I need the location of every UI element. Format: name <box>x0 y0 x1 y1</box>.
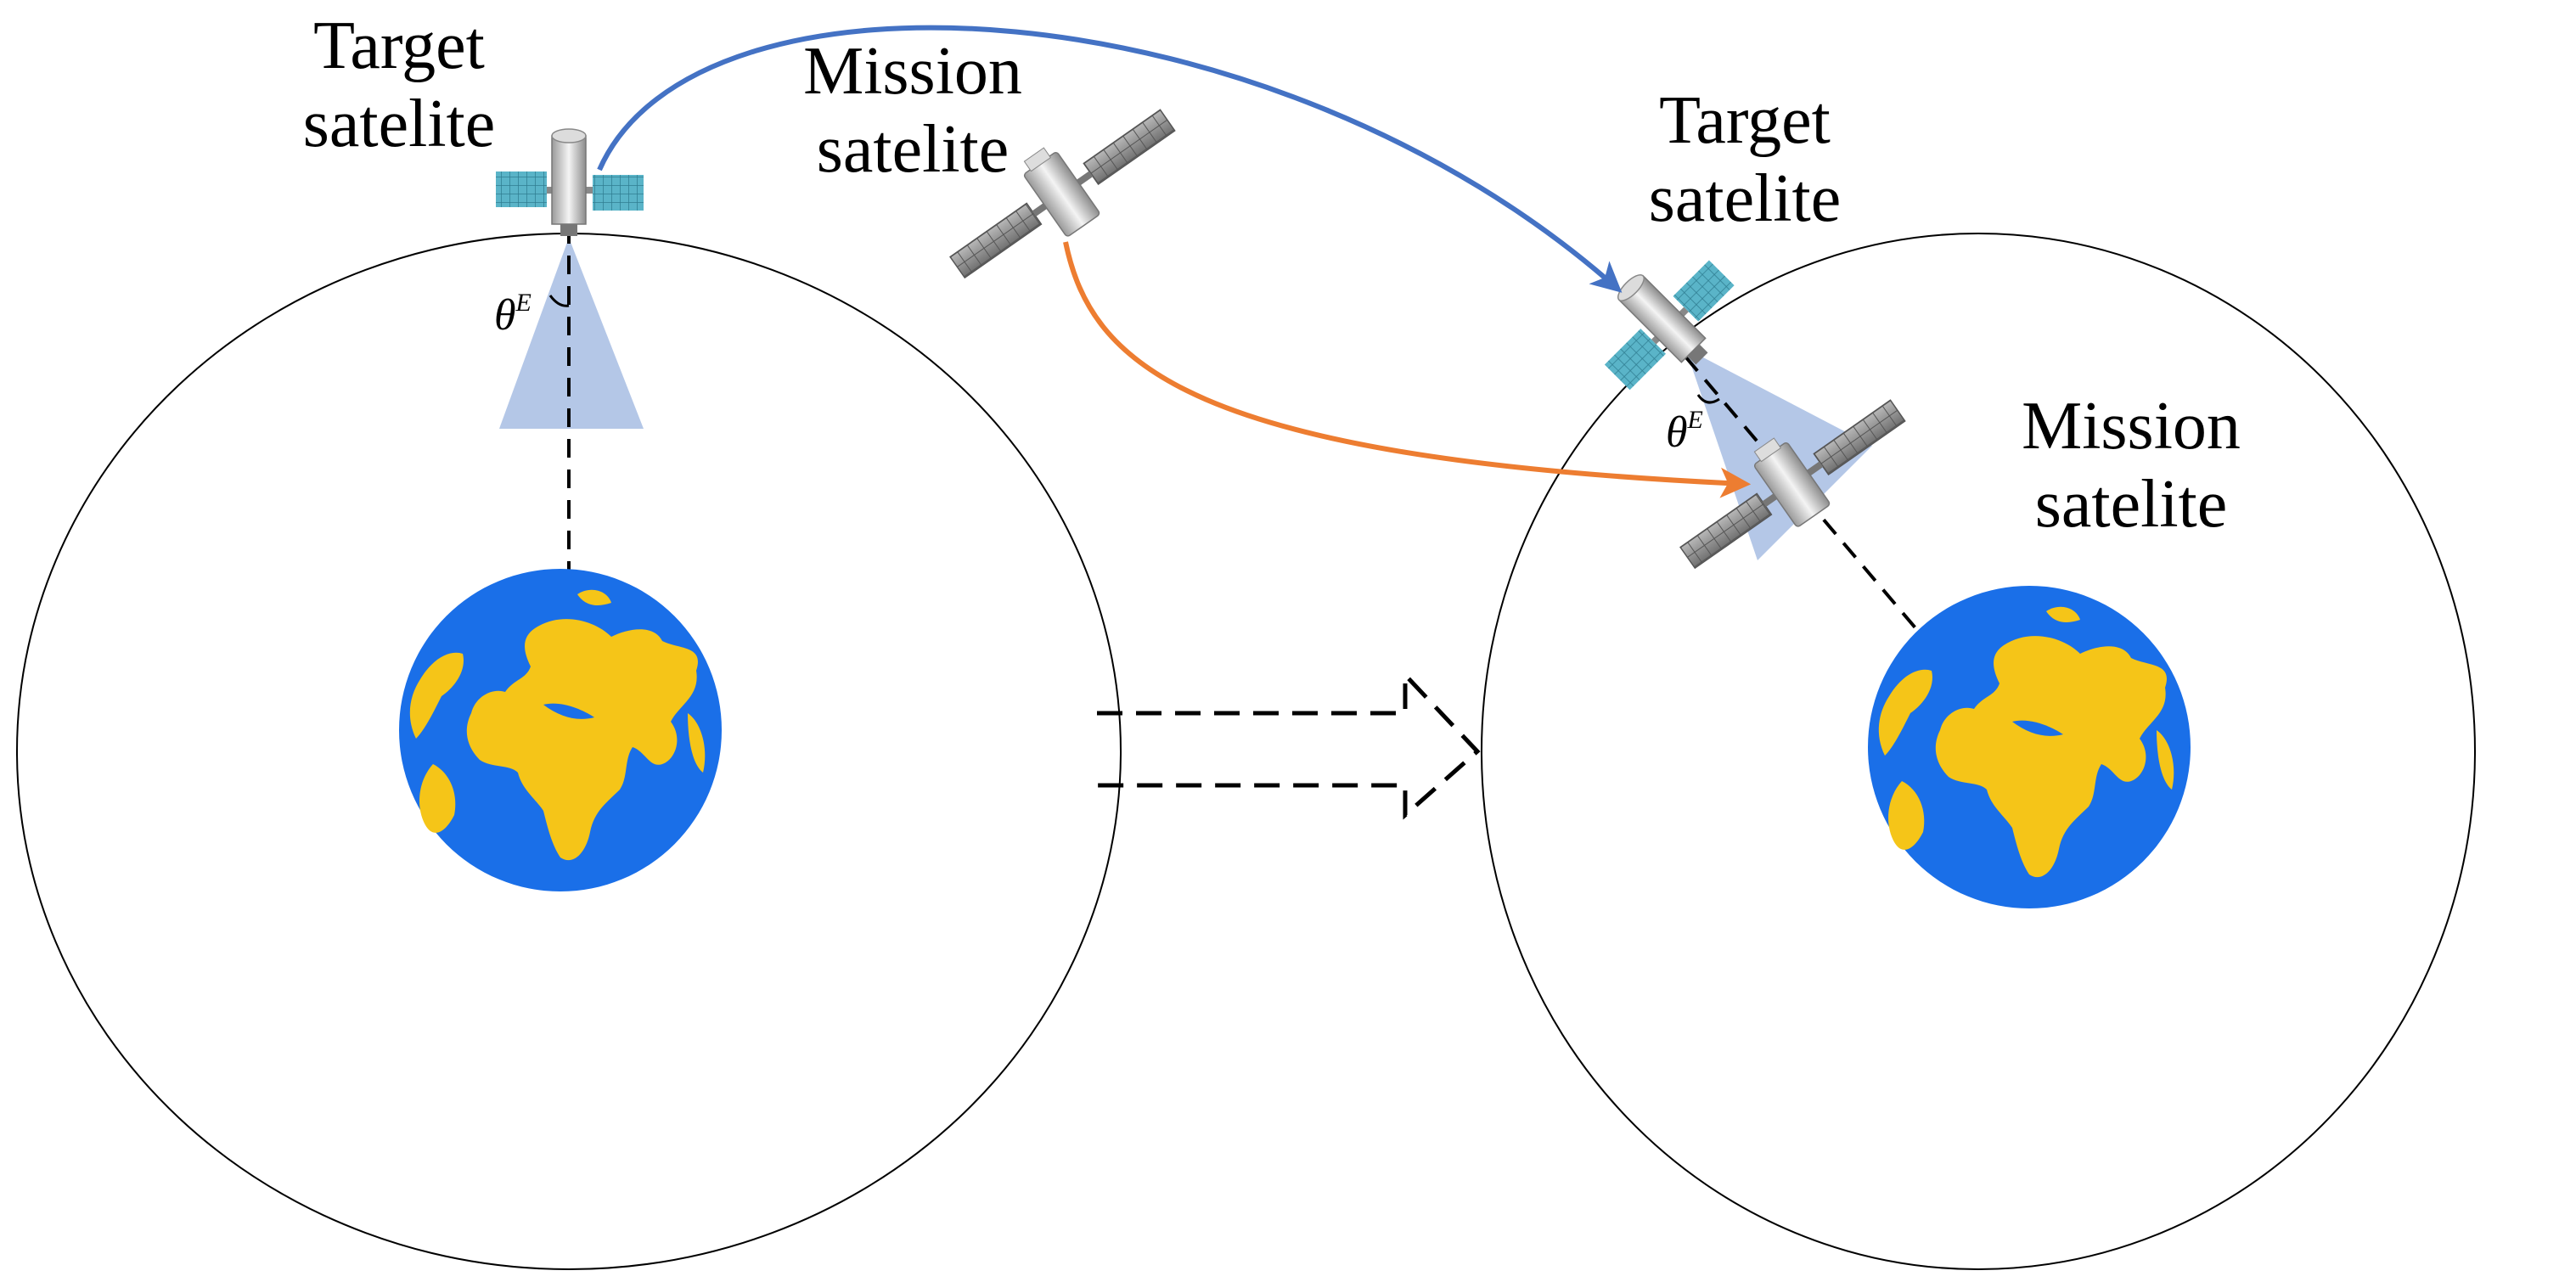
right-mission-satellite <box>1679 399 1906 570</box>
right-angle-arc <box>1696 394 1720 404</box>
orange-transfer-arrow <box>1063 241 1752 498</box>
right-angle-symbol: θ <box>1666 408 1688 457</box>
blue-transfer-arrow <box>597 25 1623 293</box>
right-earth <box>1868 586 2191 908</box>
transition-arrow <box>1097 669 1481 820</box>
left-target-label-line2: satelite <box>302 87 496 161</box>
left-mission-label-line2: satelite <box>816 112 1010 187</box>
right-mission-label-line2: satelite <box>2034 467 2228 542</box>
left-mission-label: Mission satelite <box>773 32 1053 188</box>
left-view-cone <box>499 238 644 429</box>
left-angle-symbol: θ <box>494 291 516 340</box>
right-target-label-line1: Target <box>1659 83 1831 158</box>
left-target-label: Target satelite <box>272 7 526 163</box>
left-earth <box>399 569 722 891</box>
left-target-satellite <box>496 128 644 236</box>
right-target-label: Target satelite <box>1617 82 1872 238</box>
right-angle-label: θE <box>1666 406 1703 458</box>
left-angle-superscript: E <box>515 289 532 317</box>
left-mission-label-line1: Mission <box>803 34 1022 109</box>
right-orbit <box>1481 233 2476 1270</box>
right-mission-label-line1: Mission <box>2022 389 2241 464</box>
right-mission-label: Mission satelite <box>1991 387 2271 543</box>
left-mission-satellite <box>949 109 1176 279</box>
left-angle-arc <box>548 295 570 307</box>
right-angle-superscript: E <box>1687 406 1703 434</box>
left-target-label-line1: Target <box>313 8 485 83</box>
right-target-label-line2: satelite <box>1648 161 1842 236</box>
right-target-satellite <box>1604 260 1735 391</box>
left-angle-label: θE <box>494 289 532 340</box>
